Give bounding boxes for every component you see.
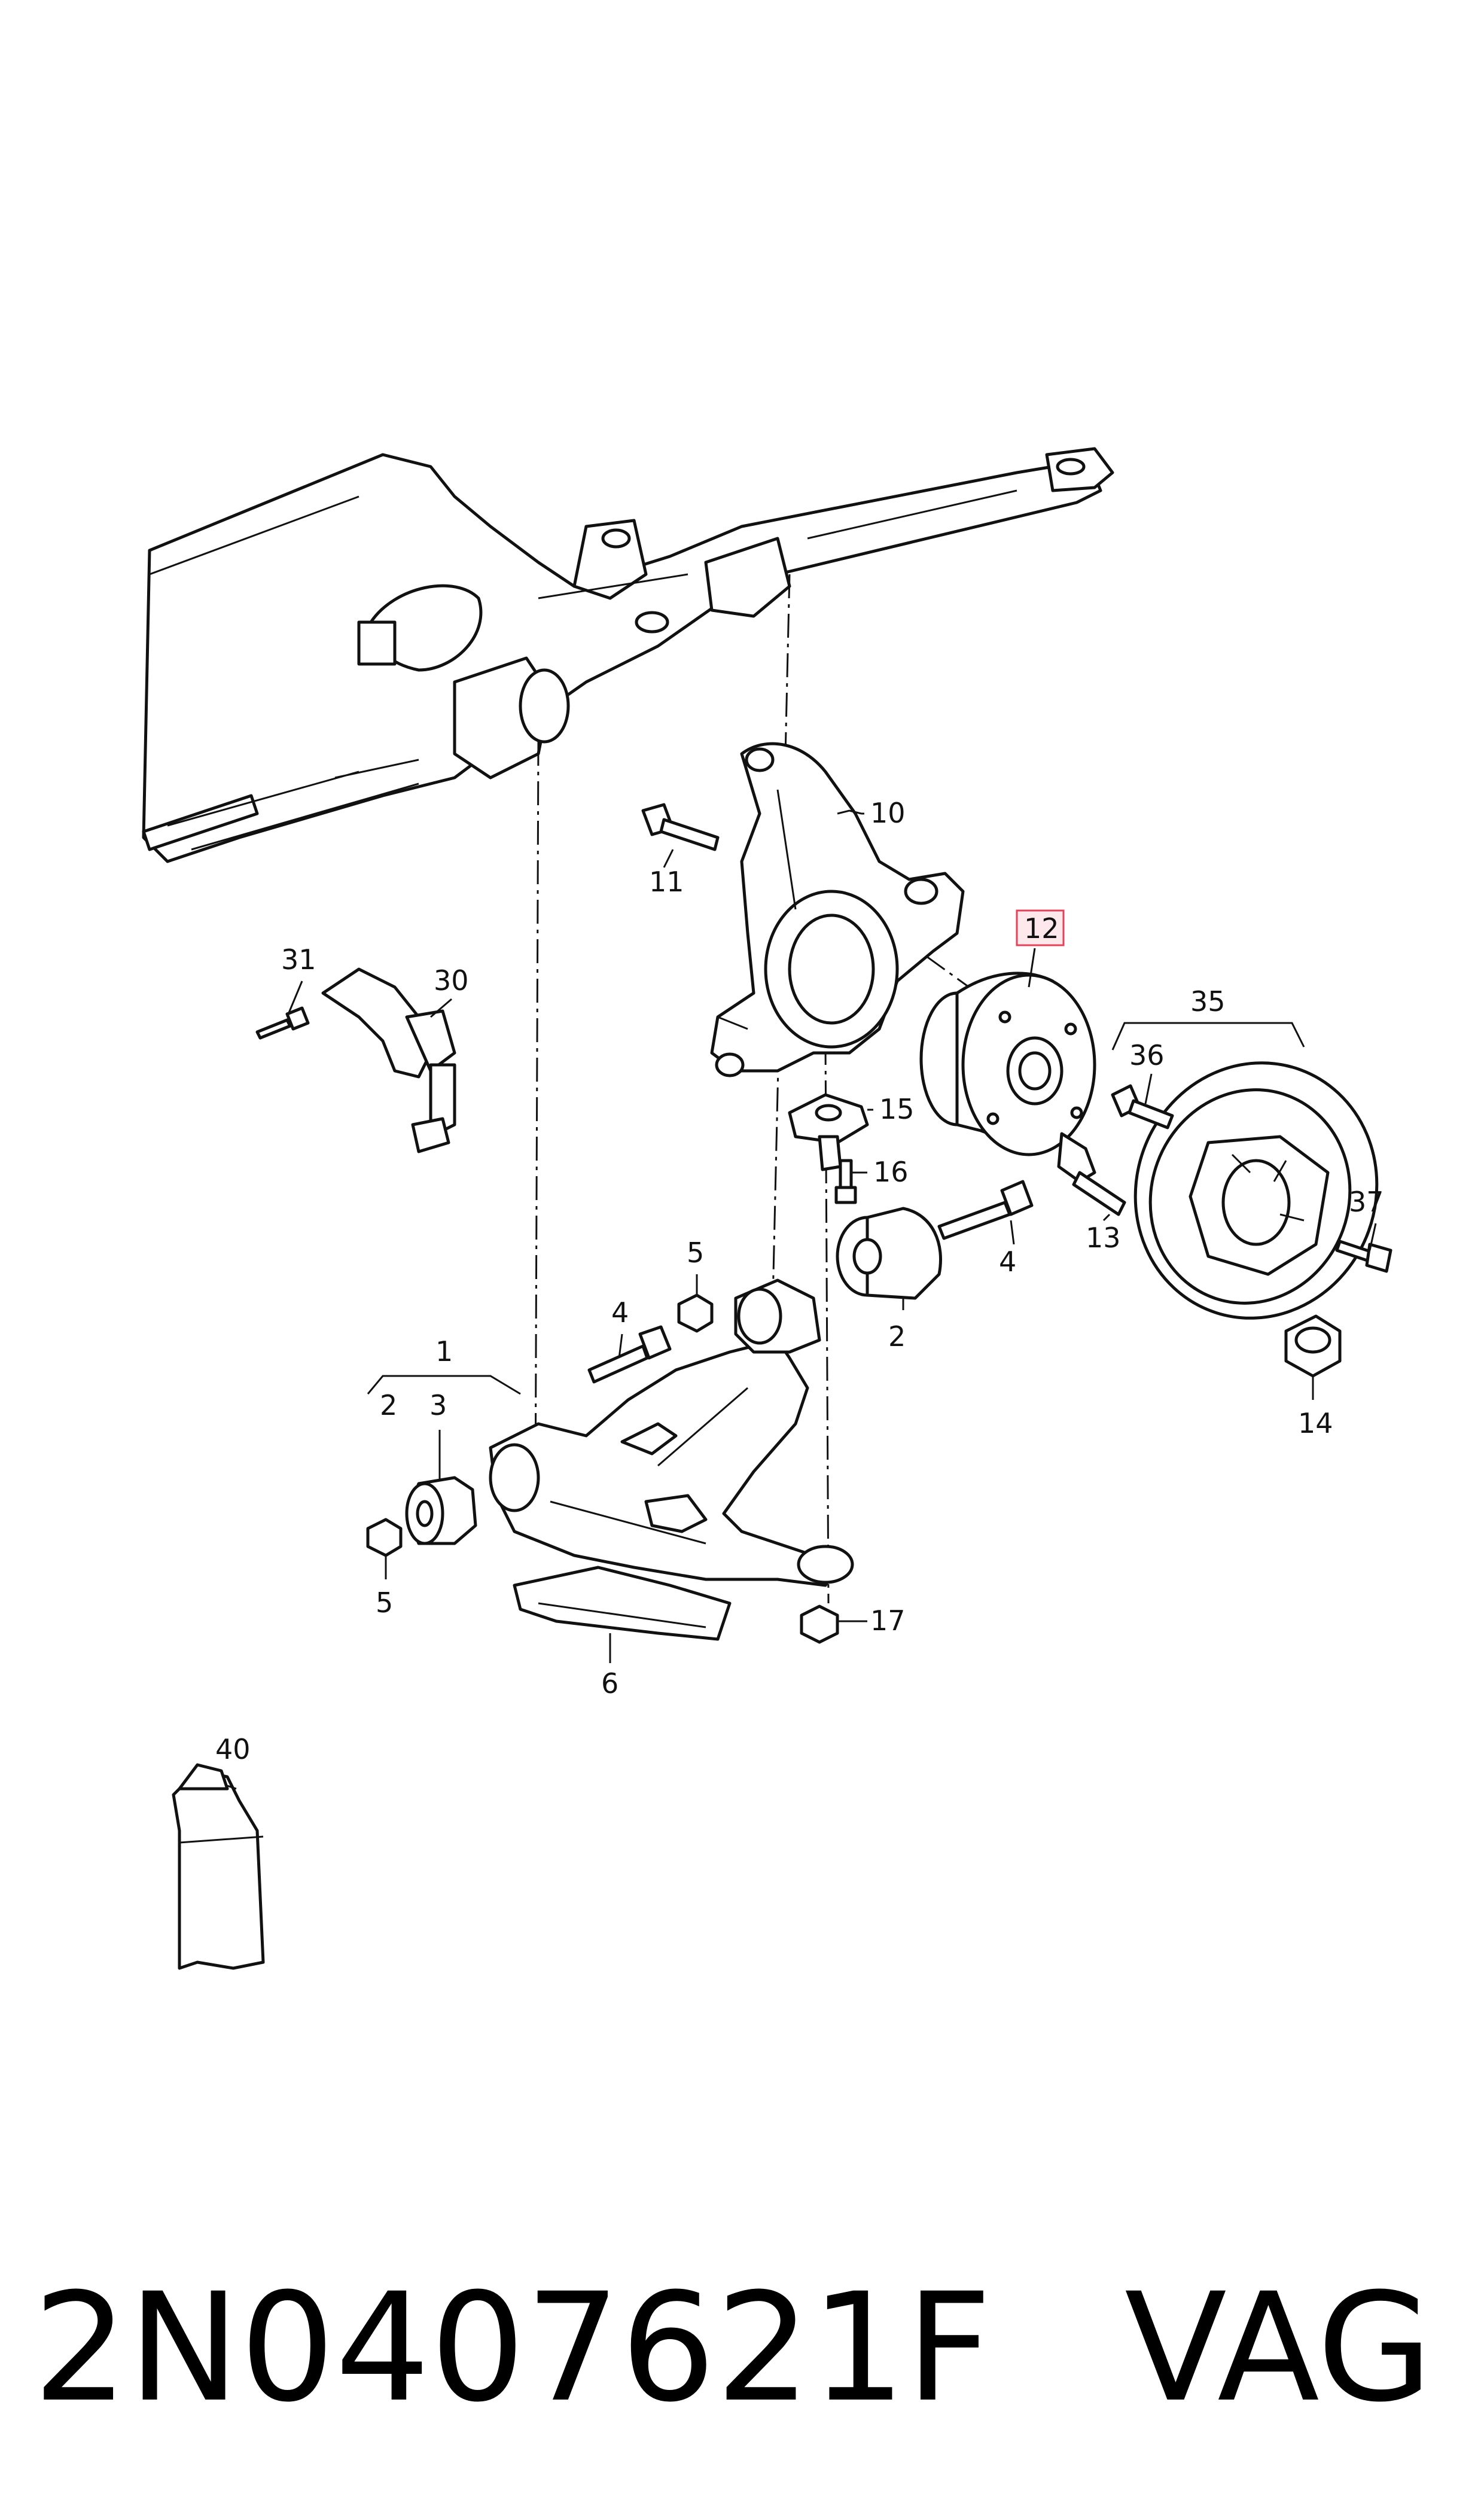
ball-joint [788, 1093, 869, 1171]
nut-14 [1284, 1314, 1342, 1378]
label-30: 30 [434, 964, 469, 997]
label-37: 37 [1349, 1186, 1384, 1218]
part-labels: 10 11 12 35 36 37 13 14 15 16 4 2 5 4 1 … [215, 797, 1384, 1765]
bolt-4-left [587, 1325, 672, 1384]
wheel-bearing-hub [919, 972, 1096, 1156]
bolt-36 [1111, 1084, 1174, 1129]
label-11: 11 [649, 866, 684, 898]
label-1: 1 [435, 1335, 453, 1368]
bushing-2-right [836, 1207, 942, 1300]
label-12: 12 [1024, 912, 1059, 945]
grease-tube [172, 1763, 265, 1970]
screw-31 [255, 1006, 310, 1040]
nut-17 [800, 1604, 839, 1644]
control-arm [489, 1278, 854, 1587]
label-16: 16 [873, 1156, 909, 1188]
highlight-box-12 [1016, 909, 1065, 946]
label-5-top: 5 [687, 1237, 704, 1269]
label-4-left: 4 [611, 1296, 629, 1329]
label-3: 3 [429, 1389, 447, 1421]
subframe [142, 447, 1114, 863]
part-number: 2N0407621F [33, 2261, 992, 2435]
underbody-guard [513, 1566, 732, 1641]
steering-knuckle [710, 742, 965, 1077]
bushing-3 [405, 1476, 477, 1545]
label-15: 15 [879, 1093, 915, 1125]
nut-5-top [677, 1293, 714, 1333]
bolt-13 [1057, 1132, 1126, 1216]
label-4-right: 4 [999, 1246, 1016, 1278]
bolt-4-right [937, 1180, 1034, 1240]
label-35: 35 [1190, 985, 1226, 1018]
label-14: 14 [1298, 1407, 1333, 1439]
nut-5-bottom [366, 1518, 403, 1557]
screw-16 [834, 1159, 857, 1204]
bolt-11 [641, 803, 720, 851]
brake-disc [1133, 1061, 1379, 1320]
label-2-left: 2 [380, 1389, 397, 1421]
label-17: 17 [870, 1604, 906, 1637]
label-13: 13 [1086, 1222, 1121, 1254]
label-10: 10 [870, 797, 906, 829]
label-36: 36 [1129, 1039, 1165, 1071]
label-40: 40 [215, 1733, 251, 1765]
brand-name: VAG [1125, 2261, 1433, 2435]
label-31: 31 [281, 943, 316, 976]
level-sensor [321, 967, 456, 1153]
label-6: 6 [601, 1667, 618, 1700]
label-2-right: 2 [888, 1320, 906, 1353]
label-5-bottom: 5 [376, 1587, 393, 1619]
screw-37 [1335, 1240, 1392, 1273]
leader-lines [227, 809, 1377, 1790]
